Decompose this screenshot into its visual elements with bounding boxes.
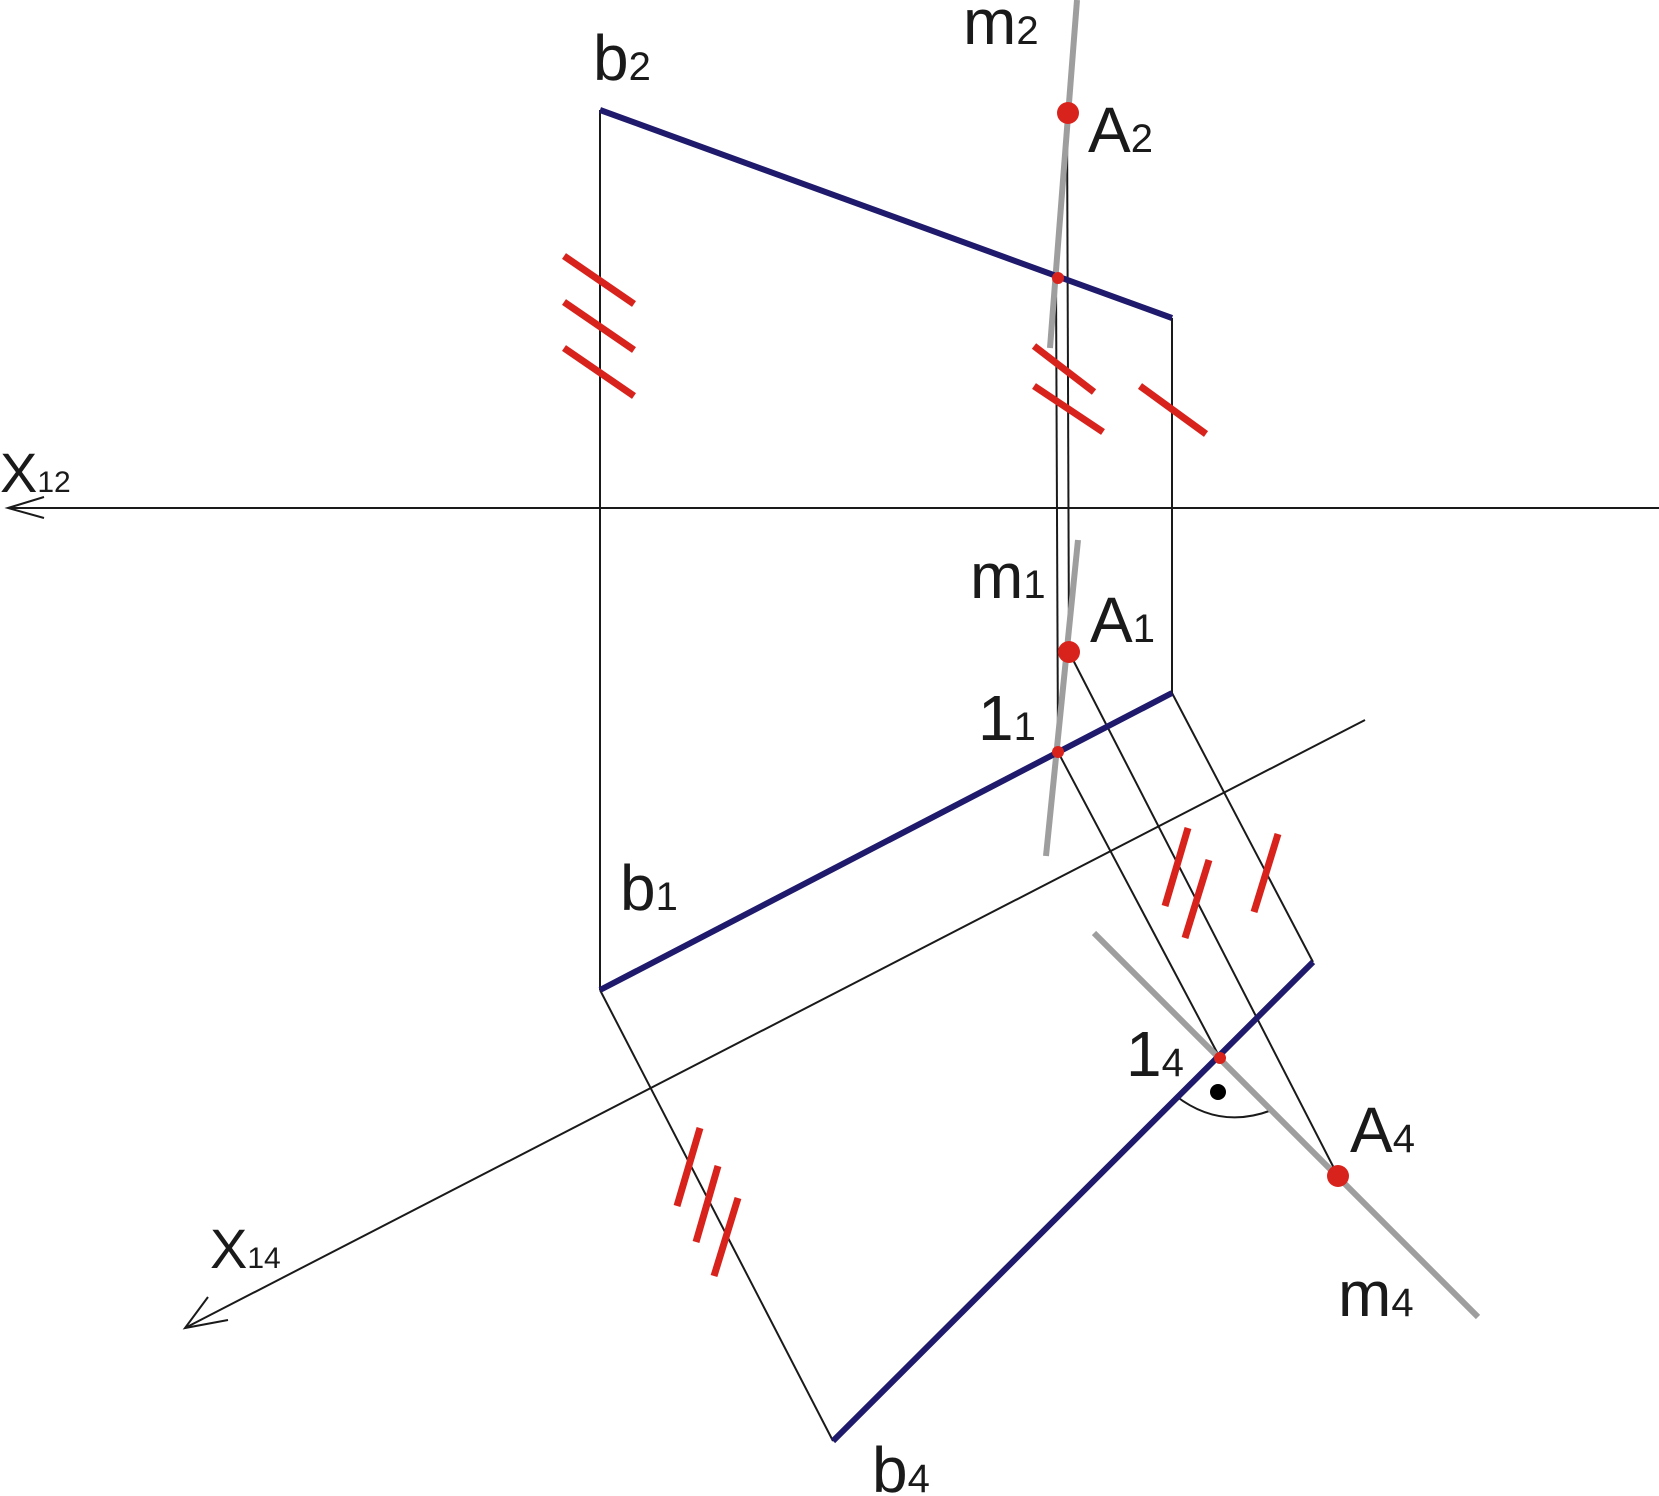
label-m1: m1: [970, 540, 1046, 612]
link-line-1-to-14: [1057, 751, 1221, 1059]
label-X14: X14: [210, 1217, 281, 1280]
point-1-1: [1052, 746, 1064, 758]
label-b2: b2: [593, 22, 651, 94]
line-b2: [598, 107, 1174, 321]
axis-x14-arrowhead: [182, 1296, 229, 1330]
line-m4: [1091, 930, 1481, 1320]
label-b1: b1: [620, 852, 678, 924]
axis-x14-line: [184, 719, 1366, 1329]
tick-mark-left-1: [562, 253, 636, 307]
point-A2: [1057, 102, 1079, 124]
axis-x12-arrowhead: [4, 496, 45, 519]
tick-mark-right-1: [1137, 383, 1209, 437]
label-m4: m4: [1338, 1258, 1414, 1330]
line-m-traces: [1043, 0, 1481, 1320]
right-angle-arc: [1175, 1095, 1273, 1119]
label-A1: A1: [1090, 584, 1155, 656]
axis-x12: [4, 496, 1659, 519]
tick-mark-mid4-2: [1181, 858, 1213, 940]
label-X12: X12: [0, 441, 71, 504]
line-m1: [1043, 539, 1081, 857]
axis-x14: [182, 719, 1366, 1330]
point-1-2: [1052, 272, 1064, 284]
link-line-A-to-A4: [1068, 651, 1339, 1177]
equal-distance-ticks: [562, 253, 1282, 1278]
tick-mark-mid4-1: [1161, 827, 1192, 907]
label-point-1-1: 11: [978, 682, 1036, 754]
line-b1: [598, 690, 1174, 993]
point-A1: [1058, 641, 1080, 663]
right-angle-dot: [1210, 1084, 1226, 1100]
tick-mark-b4-left-2: [692, 1165, 722, 1243]
line-m2: [1047, 0, 1080, 349]
tick-mark-right4-1: [1250, 832, 1282, 914]
link-line-1-vertical: [1055, 277, 1059, 753]
projection-lines: [599, 110, 1339, 1442]
label-b4: b4: [872, 1434, 930, 1496]
link-line-b1-to-b4-left: [599, 989, 834, 1442]
tick-mark-mid-1: [1031, 343, 1097, 395]
label-m2: m2: [963, 0, 1039, 58]
tick-mark-left-3: [562, 345, 636, 399]
points: [1052, 102, 1349, 1187]
tick-mark-b4-left-1: [673, 1127, 704, 1207]
point-1-4: [1214, 1052, 1226, 1064]
label-point-1-4: 14: [1126, 1018, 1184, 1090]
label-A2: A2: [1088, 94, 1153, 166]
tick-mark-mid-2: [1032, 383, 1105, 435]
labels: b2 m2 A2 X12 m1 A1 11 b1 14 A4 X14: [0, 0, 1415, 1496]
line-b4: [830, 959, 1316, 1444]
tick-mark-b4-left-3: [710, 1196, 742, 1278]
label-A4: A4: [1350, 1094, 1415, 1166]
point-A4: [1327, 1165, 1349, 1187]
tick-mark-left-2: [562, 299, 636, 353]
link-line-b1-to-b4-right: [1171, 692, 1314, 963]
link-line-A-vertical: [1066, 112, 1070, 653]
line-b-projections: [598, 107, 1316, 1444]
